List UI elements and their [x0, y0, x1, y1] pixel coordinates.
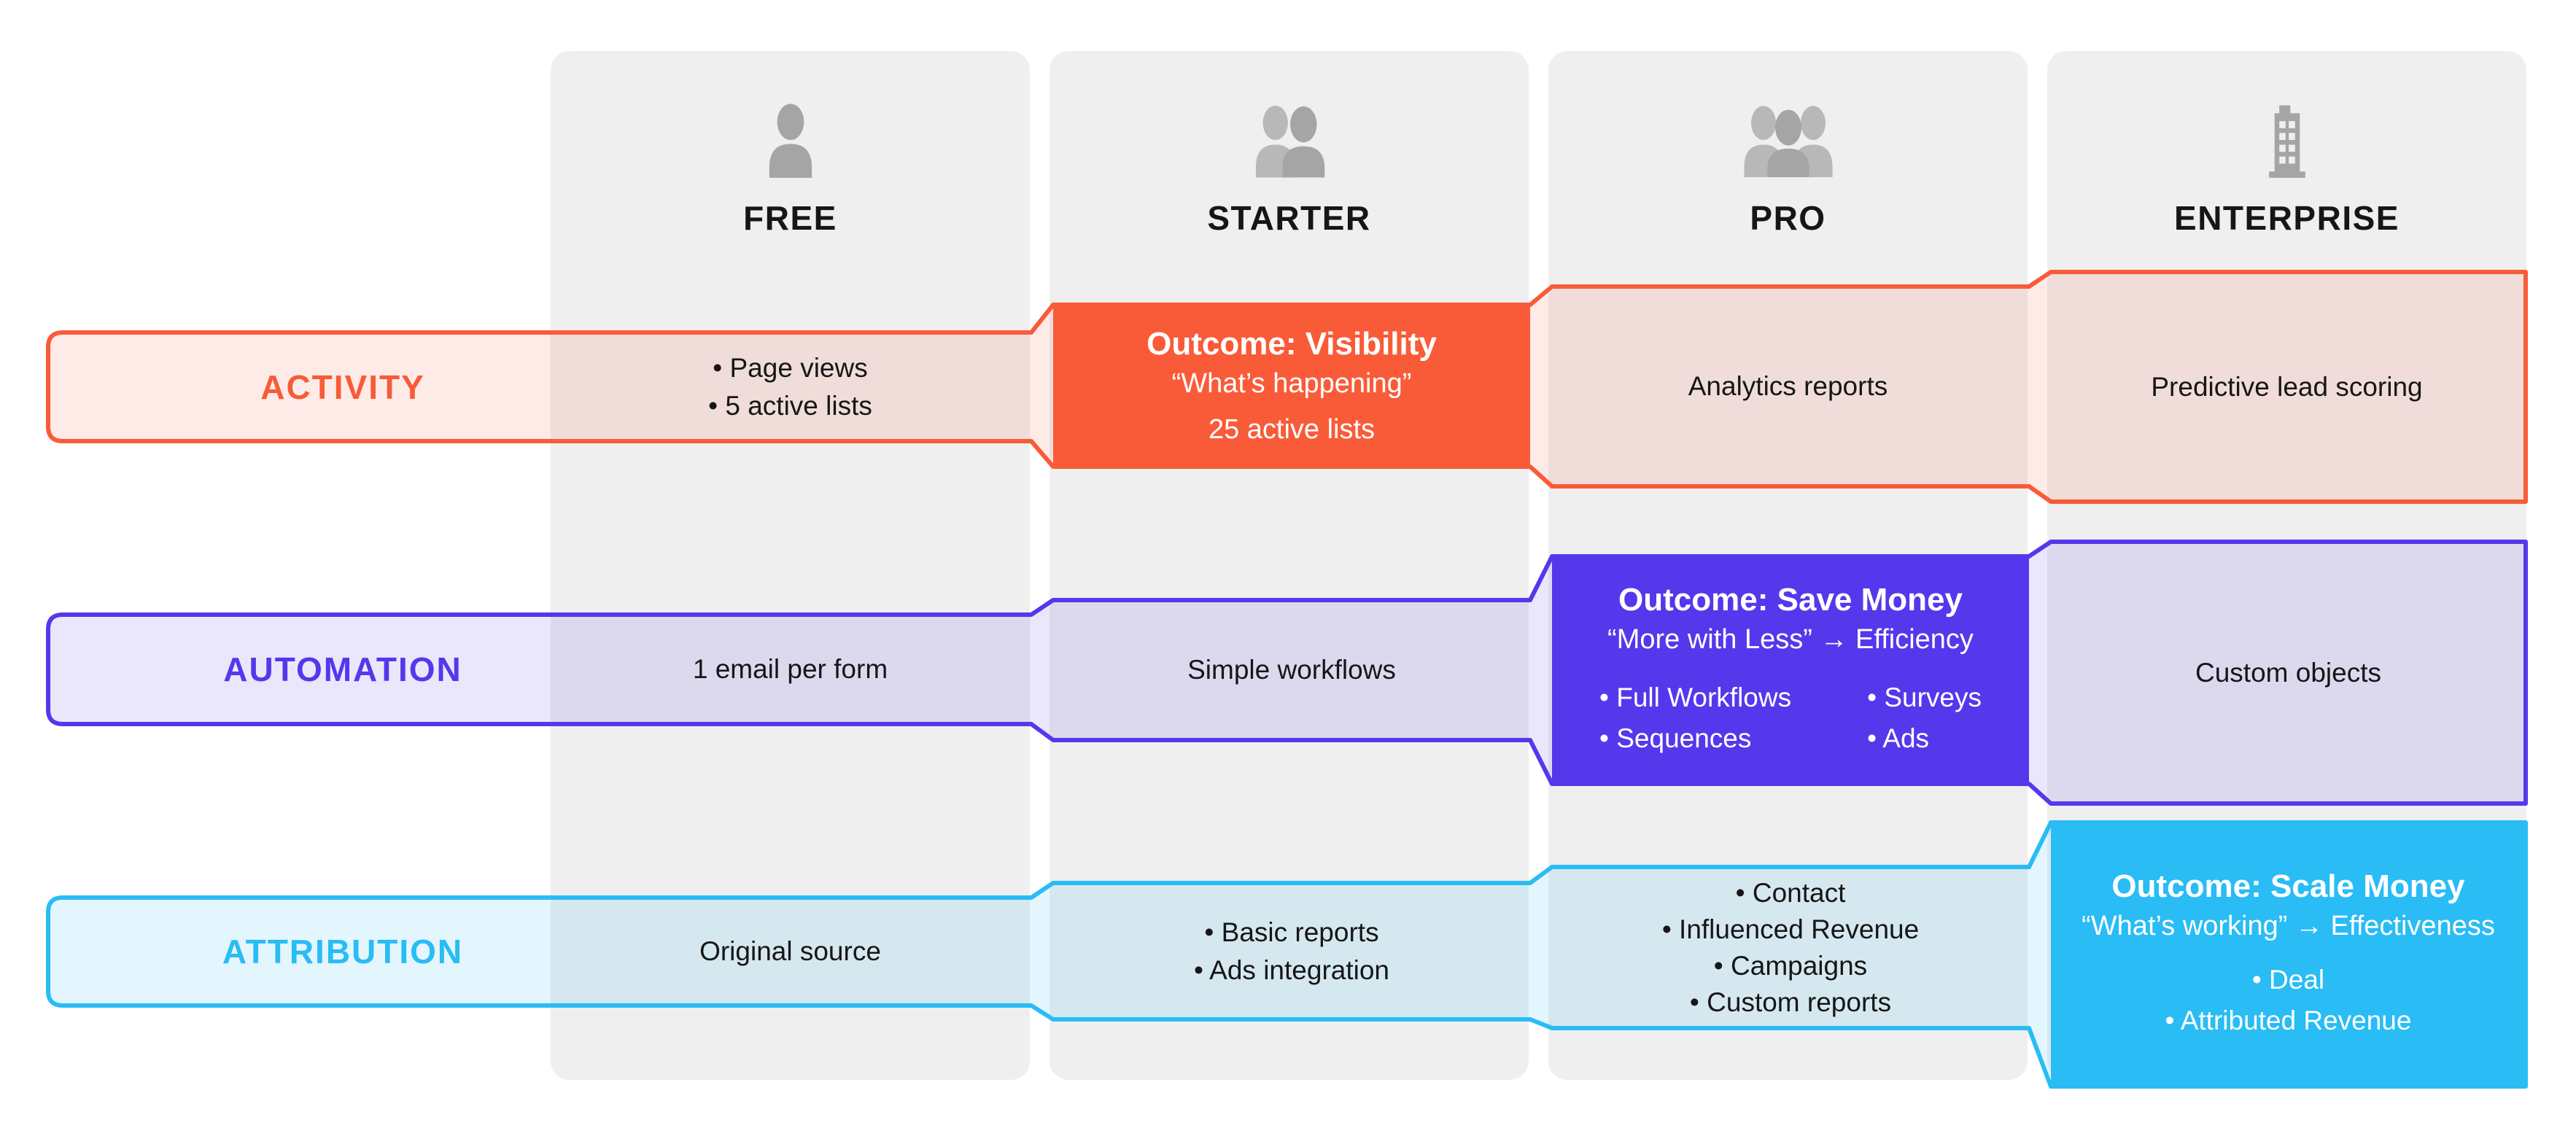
- column-header-free: FREE: [743, 199, 837, 237]
- cell-attribution-pro: • Contact • Influenced Revenue • Campaig…: [1552, 867, 2029, 1028]
- cell-line: • Surveys: [1867, 682, 1982, 712]
- cell-line: • Influenced Revenue: [1661, 914, 1920, 944]
- cell-activity-starter-highlight: Outcome: Visibility “What’s happening” 2…: [1053, 305, 1530, 467]
- cell-line: Analytics reports: [1688, 371, 1888, 401]
- cell-line: Custom objects: [2195, 657, 2381, 688]
- cell-line: • Campaigns: [1713, 950, 1868, 981]
- column-header-enterprise: ENTERPRISE: [2174, 199, 2400, 237]
- cell-line: • Ads integration: [1193, 954, 1389, 985]
- cell-automation-free: 1 email per form: [551, 615, 1030, 724]
- person-icon: [750, 101, 831, 179]
- cell-line: • Page views: [713, 352, 868, 383]
- cell-activity-free: • Page views • 5 active lists: [551, 332, 1030, 441]
- outcome-quote: “What’s happening”: [1171, 368, 1412, 399]
- outcome-title: Outcome: Visibility: [1147, 326, 1437, 362]
- outcome-quote: “What’s working” → Effectiveness: [2082, 910, 2495, 941]
- cell-line: • Attributed Revenue: [2165, 1005, 2412, 1035]
- outcome-title: Outcome: Save Money: [1618, 581, 1963, 618]
- cell-automation-enterprise: Custom objects: [2051, 542, 2526, 804]
- outcome-bullets: • Deal • Attributed Revenue: [2165, 960, 2412, 1041]
- cell-line: • Basic reports: [1204, 917, 1379, 947]
- cell-line: • 5 active lists: [708, 390, 872, 421]
- cell-line: Original source: [699, 936, 881, 966]
- cell-automation-starter: Simple workflows: [1053, 600, 1530, 740]
- row-label-attribution: ATTRIBUTION: [222, 933, 464, 971]
- cell-line: • Custom reports: [1689, 987, 1892, 1017]
- row-label-attribution-box: ATTRIBUTION: [66, 898, 620, 1006]
- outcome-bullets: • Full Workflows • Sequences • Surveys •…: [1599, 677, 1982, 759]
- cell-line: 1 email per form: [692, 654, 888, 684]
- cell-line: • Contact: [1735, 877, 1846, 908]
- cell-activity-enterprise: Predictive lead scoring: [2047, 272, 2526, 502]
- cell-line: • Full Workflows: [1599, 682, 1792, 712]
- two-people-icon: [1235, 101, 1344, 179]
- row-label-automation: AUTOMATION: [223, 650, 462, 688]
- cell-automation-pro-highlight: Outcome: Save Money “More with Less” → E…: [1552, 556, 2029, 784]
- row-label-activity: ACTIVITY: [260, 367, 425, 406]
- cell-line: • Ads: [1867, 723, 1930, 753]
- outcome-note: 25 active lists: [1208, 414, 1376, 445]
- building-icon: [2247, 101, 2327, 179]
- cell-attribution-free: Original source: [551, 898, 1030, 1006]
- three-people-icon: [1726, 101, 1850, 179]
- cell-attribution-starter: • Basic reports • Ads integration: [1053, 883, 1530, 1019]
- outcome-title: Outcome: Scale Money: [2111, 868, 2465, 904]
- outcome-quote: “More with Less” → Efficiency: [1607, 623, 1974, 655]
- row-label-automation-box: AUTOMATION: [66, 615, 620, 724]
- cell-line: • Deal: [2251, 964, 2325, 995]
- cell-attribution-enterprise-highlight: Outcome: Scale Money “What’s working” → …: [2051, 822, 2526, 1086]
- column-header-pro: PRO: [1750, 199, 1826, 237]
- cell-line: • Sequences: [1599, 723, 1752, 753]
- cell-activity-pro: Analytics reports: [1548, 287, 2028, 486]
- cell-line: Simple workflows: [1187, 655, 1396, 685]
- cell-line: Predictive lead scoring: [2151, 371, 2423, 402]
- column-header-starter: STARTER: [1207, 199, 1371, 237]
- row-label-activity-box: ACTIVITY: [66, 332, 620, 441]
